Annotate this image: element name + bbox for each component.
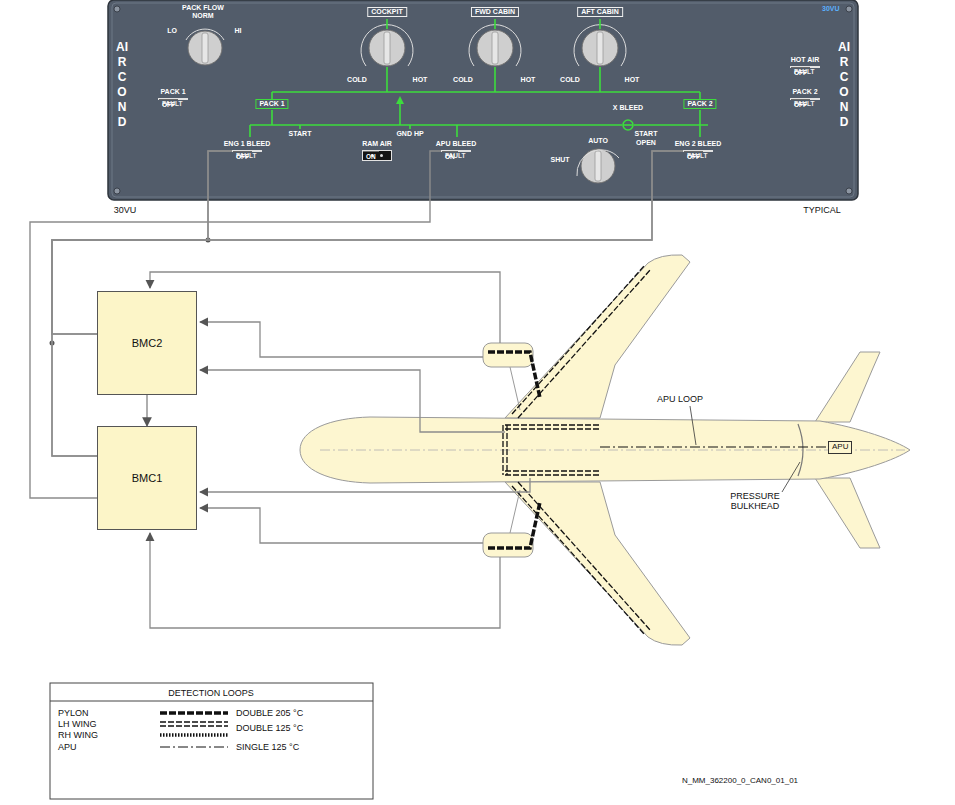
legend-text: SINGLE 125 °C [236,742,299,752]
pushbutton: ENG 1 BLEEDFAULTOFF [232,150,262,152]
box-label: BMC2 [132,337,163,349]
zone-label: FWD CABIN [471,7,519,17]
leader-line [690,406,800,492]
knob-label: LO [167,27,177,35]
pack-label: PACK 2 [683,99,716,109]
knob-label: AUTO [588,137,608,145]
button-legend: ON [363,151,379,162]
box-label: BMC1 [132,472,163,484]
knob-label: HOT [413,76,428,84]
aircraft-outline [300,255,910,645]
button-caption: ENG 2 BLEED [674,140,723,149]
guarded-pushbutton: RAM AIRON [362,150,392,161]
legend-row-name: LH WING [58,719,97,729]
button-caption: ENG 1 BLEED [223,140,272,149]
legend-row-name: RH WING [58,730,98,740]
knob-label: NORM [192,12,213,20]
knob-label: COLD [560,76,580,84]
button-caption: APU BLEED [435,140,477,149]
pushbutton: PACK 1FAULTOFF [158,98,188,100]
button-caption: RAM AIR [361,140,393,149]
panel-ref: 30VU [114,205,137,215]
knob-label: PACK FLOW [182,4,224,12]
bleed-monitoring-computer: BMC2 [97,291,197,395]
panel-legend: AIR COND [838,40,850,130]
panel-note: TYPICAL [803,205,841,215]
button-caption: HOT AIR [790,56,821,65]
zone-label: COCKPIT [367,7,407,17]
indicator-dot [380,154,383,157]
knob-label: HOT [521,76,536,84]
pressure-bulkhead [798,424,803,476]
knob-label: OPEN [636,139,656,147]
sensor-wire [150,272,530,628]
knob-label: HI [235,27,242,35]
knob-label: COLD [453,76,473,84]
legend-text: DOUBLE 205 °C [236,708,303,718]
signal-wire [30,151,441,498]
button-legend: ON [442,151,458,162]
pushbutton: PACK 2FAULTOFF [790,98,820,100]
zone-label: AFT CABIN [577,7,623,17]
pushbutton: HOT AIRFAULTOFF [790,66,820,68]
synoptic-label: START [289,130,312,138]
signal-wire [146,395,147,426]
button-legend: OFF [791,67,810,78]
knob-label: COLD [347,76,367,84]
knob-label: HOT [625,76,640,84]
legend-box [50,683,373,799]
legend-row-name: PYLON [58,708,89,718]
panel-legend: 30VU [822,5,840,12]
legend-text: DOUBLE 125 °C [236,723,303,733]
bleed-monitoring-computer: BMC1 [97,426,197,530]
box-label: APU [832,443,848,452]
legend-row-name: APU [58,742,77,752]
pushbutton: APU BLEEDFAULTON [441,150,471,152]
button-legend: OFF [684,151,703,162]
valve-label: X BLEED [612,104,644,112]
button-legend: OFF [791,99,810,110]
part-label: APU LOOP [657,394,703,404]
apu-box: APU [828,441,852,454]
knob-label: SHUT [550,156,569,164]
knob-label: START [635,130,658,138]
panel-legend: AIR COND [116,40,128,130]
detection-loops [488,265,826,635]
legend-title: DETECTION LOOPS [168,688,254,698]
overhead-panel [108,0,858,200]
button-legend: OFF [233,151,252,162]
signal-wire [52,151,683,456]
overhead-panel: AIR COND 30VU AIR COND PACK 1FAULTOFF HOT AI… [108,0,858,200]
button-caption: PACK 2 [791,88,818,97]
pushbutton: ENG 2 BLEEDFAULTOFF [683,150,713,152]
button-legend: OFF [159,99,178,110]
synoptic-label: GND HP [396,130,423,138]
signal-wire [52,151,232,456]
button-caption: PACK 1 [159,88,186,97]
part-label: PRESSURE BULKHEAD [724,491,786,512]
figure-ref: N_MM_362200_0_CAN0_01_01 [682,776,798,785]
pack-label: PACK 1 [255,99,288,109]
